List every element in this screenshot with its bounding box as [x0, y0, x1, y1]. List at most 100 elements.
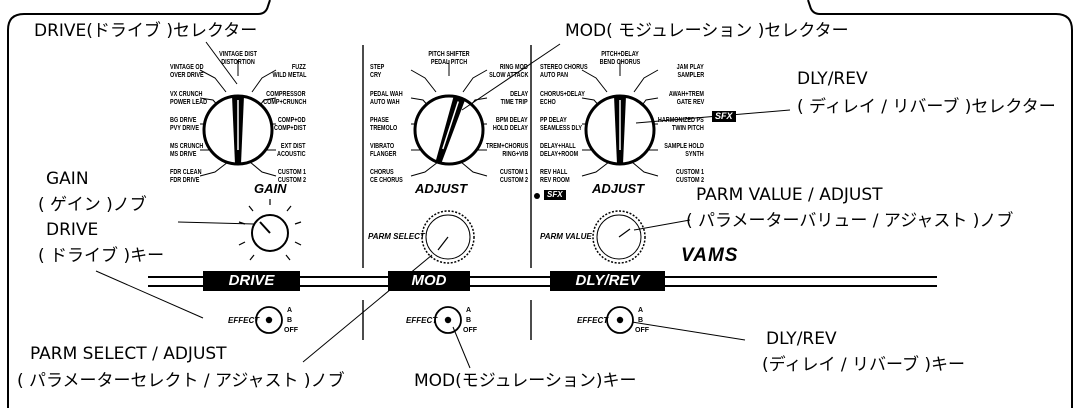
callout-dlyrev-key-2: (ディレイ / リバーブ )キー — [762, 354, 965, 376]
drive-label: PVY DRIVE — [170, 125, 199, 133]
mod-label: SLOW ATTACK — [489, 72, 528, 80]
mod-label: RING+VIB — [502, 151, 528, 159]
dly-label: CUSTOM 1 — [676, 169, 704, 177]
mod-off-label: OFF — [463, 327, 477, 334]
drive-section-band: DRIVE — [203, 271, 300, 291]
dly-a-label: A — [638, 307, 643, 314]
mod-a-label: A — [466, 307, 471, 314]
mod-label: STEP — [370, 64, 384, 72]
dly-top-1: PITCH+DELAY — [589, 51, 651, 59]
drive-label: MS CRUNCH — [170, 143, 203, 151]
vams-logo: VAMS — [681, 246, 738, 266]
drive-off-label: OFF — [284, 327, 298, 334]
callout-mod-selector: MOD( モジュレーション )セレクター — [565, 20, 849, 42]
callout-parm-select-2: ( パラメーターセレクト / アジャスト )ノブ — [17, 370, 345, 392]
mod-effect-switch — [435, 307, 461, 333]
mod-label: PHASE — [370, 117, 389, 125]
dlyrev-section-band: DLY/REV — [550, 271, 665, 291]
callout-dlyrev-selector-1: DLY/REV — [797, 68, 868, 90]
drive-label: COMPRESSOR — [267, 91, 306, 99]
sfx-badge-dly: SFX — [712, 111, 736, 122]
dly-label: REV HALL — [540, 169, 567, 177]
dly-label: SAMPLER — [677, 72, 704, 80]
dly-label: REV ROOM — [540, 177, 570, 185]
dly-label: CHORUS+DELAY — [540, 91, 585, 99]
callout-dlyrev-key-1: DLY/REV — [766, 328, 837, 350]
drive-top-2: DISTORTION — [207, 59, 269, 67]
dly-label: SEAMLESS DLY — [540, 125, 582, 133]
drive-label: VINTAGE OD — [170, 64, 204, 72]
callout-mod-key: MOD(モジュレーション)キー — [414, 370, 637, 392]
dly-effect-switch — [607, 307, 633, 333]
dly-label: PP DELAY — [540, 117, 567, 125]
drive-label: OVER DRIVE — [170, 72, 204, 80]
mod-b-label: B — [466, 317, 471, 324]
mod-section-band: MOD — [388, 271, 470, 291]
mod-label: HOLD DELAY — [493, 125, 528, 133]
callout-gain-1: GAIN — [46, 168, 89, 190]
mod-top-1: PITCH SHIFTER — [418, 51, 480, 59]
drive-a-label: A — [287, 307, 292, 314]
drive-label: WILD METAL — [272, 72, 306, 80]
drive-effect-label: EFFECT — [228, 316, 259, 325]
mod-label: VIBRATO — [370, 143, 394, 151]
sfx-badge-small: SFX — [544, 190, 566, 200]
mod-label: RING MOD — [500, 64, 528, 72]
parm-value-label: PARM VALUE — [540, 232, 592, 241]
dly-label: SAMPLE HOLD — [664, 143, 704, 151]
mod-selector-knob — [411, 60, 487, 176]
adjust-label-dly: ADJUST — [592, 182, 644, 196]
drive-b-label: B — [287, 317, 292, 324]
drive-label: FDR DRIVE — [170, 177, 199, 185]
sfx-led — [534, 193, 540, 199]
mod-label: DELAY — [510, 91, 528, 99]
parm-value-knob — [593, 211, 645, 263]
dly-label: AWAH+TREM — [669, 91, 704, 99]
callout-parm-value-1: PARM VALUE / ADJUST — [696, 184, 883, 206]
dly-b-label: B — [638, 317, 643, 324]
drive-selector-knob — [200, 60, 276, 176]
callout-parm-select-1: PARM SELECT / ADJUST — [30, 343, 227, 365]
drive-label: FDR CLEAN — [170, 169, 202, 177]
dly-top-2: BEND CHORUS — [589, 59, 651, 67]
drive-label: EXT DIST — [281, 143, 306, 151]
drive-label: MS DRIVE — [170, 151, 196, 159]
mod-label: CHORUS — [370, 169, 394, 177]
drive-label: FUZZ — [292, 64, 306, 72]
dlyrev-selector-knob — [582, 60, 658, 176]
callout-drive-key-1: DRIVE — [46, 219, 98, 241]
dly-label: AUTO PAN — [540, 72, 568, 80]
callout-gain-2: ( ゲイン )ノブ — [38, 194, 147, 216]
gain-label: GAIN — [254, 182, 287, 196]
drive-top-1: VINTAGE DIST — [207, 51, 269, 59]
dly-label: ECHO — [540, 99, 556, 107]
drive-label: COMP+DIST — [274, 125, 306, 133]
drive-label: VX CRUNCH — [170, 91, 202, 99]
mod-label: CRY — [370, 72, 381, 80]
dly-label: GATE REV — [676, 99, 704, 107]
gain-knob — [239, 199, 301, 260]
mod-label: PEDAL WAH — [370, 91, 403, 99]
mod-label: CUSTOM 2 — [500, 177, 528, 185]
drive-label: CUSTOM 1 — [278, 169, 306, 177]
mod-label: TREMOLO — [370, 125, 397, 133]
dly-label: SYNTH — [685, 151, 704, 159]
dly-effect-label: EFFECT — [577, 316, 608, 325]
mod-label: TREM+CHORUS — [486, 143, 528, 151]
dly-label: HARMONIZED PS — [658, 117, 704, 125]
dly-label: DELAY+ROOM — [540, 151, 578, 159]
callout-drive-selector: DRIVE(ドライブ )セレクター — [34, 20, 257, 42]
drive-effect-switch — [256, 307, 282, 333]
dly-label: DELAY+HALL — [540, 143, 576, 151]
mod-effect-label: EFFECT — [406, 316, 437, 325]
callout-dlyrev-selector-2: ( ディレイ / リバーブ )セレクター — [797, 96, 1056, 118]
drive-label: COMP+CRUNCH — [263, 99, 306, 107]
adjust-label-mod: ADJUST — [415, 182, 467, 196]
parm-select-knob — [422, 211, 474, 263]
mod-label: CUSTOM 1 — [500, 169, 528, 177]
drive-label: BG DRIVE — [170, 117, 196, 125]
dly-label: CUSTOM 2 — [676, 177, 704, 185]
callout-parm-value-2: ( パラメーターバリュー / アジャスト )ノブ — [686, 210, 1013, 232]
mod-label: BPM DELAY — [496, 117, 528, 125]
